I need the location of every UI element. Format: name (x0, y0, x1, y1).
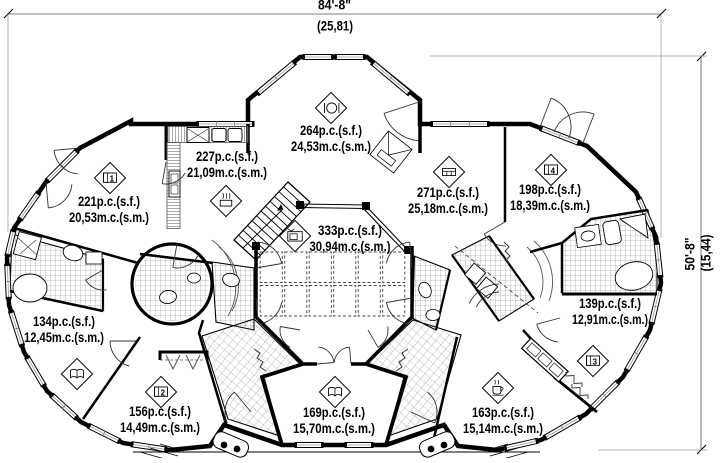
svg-text:169p.c.(s.f.): 169p.c.(s.f.) (303, 405, 365, 420)
svg-text:14,49m.c.(s.m.): 14,49m.c.(s.m.) (120, 420, 200, 435)
svg-text:12,91m.c.(s.m.): 12,91m.c.(s.m.) (572, 312, 648, 327)
svg-text:227p.c.(s.f.): 227p.c.(s.f.) (196, 149, 258, 164)
svg-text:(25,81): (25,81) (317, 19, 353, 34)
svg-text:20,53m.c.(s.m.): 20,53m.c.(s.m.) (69, 210, 149, 225)
svg-text:18,39m.c.(s.m.): 18,39m.c.(s.m.) (510, 198, 590, 213)
svg-text:15,14m.c.(s.m.): 15,14m.c.(s.m.) (463, 421, 543, 436)
svg-text:24,53m.c.(s.m.): 24,53m.c.(s.m.) (291, 139, 371, 154)
svg-text:(15,44): (15,44) (699, 235, 714, 272)
svg-text:4: 4 (551, 166, 556, 175)
svg-text:21,09m.c.(s.m.): 21,09m.c.(s.m.) (187, 165, 267, 180)
svg-text:264p.c.(s.f.): 264p.c.(s.f.) (300, 123, 362, 138)
svg-text:1: 1 (110, 174, 115, 183)
svg-text:25,18m.c.(s.m.): 25,18m.c.(s.m.) (408, 201, 488, 216)
svg-text:30,94m.c.(s.m.): 30,94m.c.(s.m.) (310, 239, 391, 254)
svg-text:2: 2 (161, 388, 166, 397)
svg-text:3: 3 (593, 357, 598, 366)
svg-text:134p.c.(s.f.): 134p.c.(s.f.) (33, 314, 95, 329)
svg-text:15,70m.c.(s.m.): 15,70m.c.(s.m.) (293, 421, 375, 436)
svg-text:84'-8": 84'-8" (318, 0, 351, 13)
svg-text:50'-8": 50'-8" (683, 238, 698, 271)
svg-text:271p.c.(s.f.): 271p.c.(s.f.) (417, 185, 479, 200)
svg-text:139p.c.(s.f.): 139p.c.(s.f.) (579, 296, 641, 311)
svg-text:198p.c.(s.f.): 198p.c.(s.f.) (519, 182, 581, 197)
svg-text:333p.c.(s.f.): 333p.c.(s.f.) (318, 223, 382, 238)
svg-text:156p.c.(s.f.): 156p.c.(s.f.) (129, 404, 191, 419)
svg-text:221p.c.(s.f.): 221p.c.(s.f.) (78, 194, 140, 209)
svg-text:12,45m.c.(s.m.): 12,45m.c.(s.m.) (24, 330, 104, 345)
svg-text:163p.c.(s.f.): 163p.c.(s.f.) (472, 405, 534, 420)
